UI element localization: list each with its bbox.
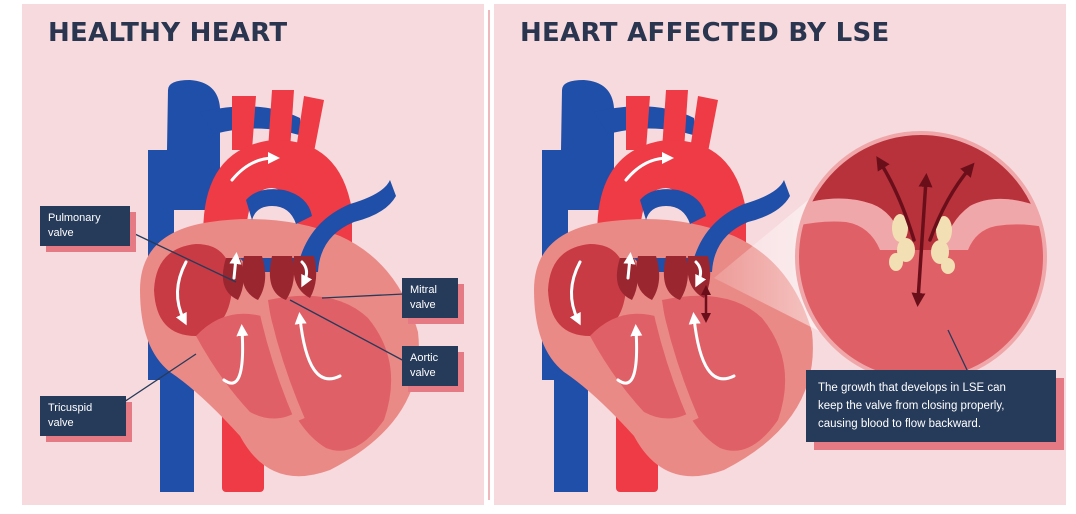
tricuspid-valve-label: Tricuspid valve bbox=[40, 396, 126, 436]
lse-explanation-note: The growth that develops in LSE can keep… bbox=[806, 370, 1056, 442]
mitral-valve-label: Mitral valve bbox=[402, 278, 458, 318]
aortic-valve-label: Aortic valve bbox=[402, 346, 458, 386]
healthy-heart-title: HEALTHY HEART bbox=[48, 18, 287, 48]
lse-heart-title: HEART AFFECTED BY LSE bbox=[520, 18, 890, 48]
pulmonary-valve-label: Pulmonary valve bbox=[40, 206, 130, 246]
